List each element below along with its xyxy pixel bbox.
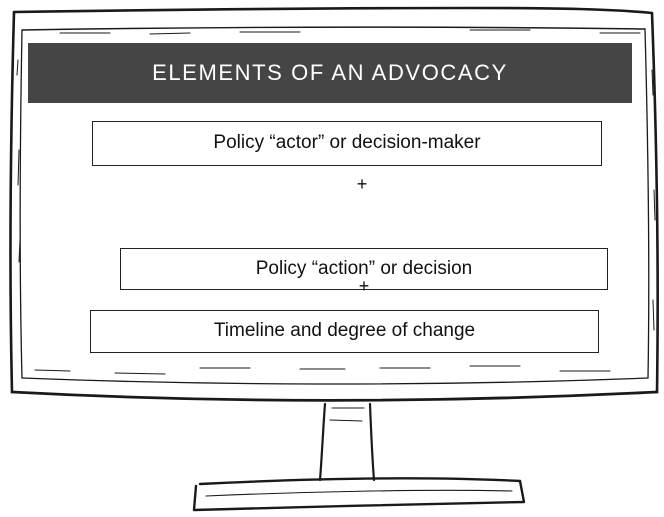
stand-neck xyxy=(318,402,327,482)
element-box-policy-action: Policy “action” or decision xyxy=(120,248,608,290)
element-box-timeline: Timeline and degree of change xyxy=(90,310,599,353)
stand-base xyxy=(198,477,522,486)
element-box-policy-actor: Policy “actor” or decision-maker xyxy=(92,121,602,166)
monitor-frame-top xyxy=(12,6,654,15)
plus-connector: + xyxy=(358,276,370,296)
monitor-frame-top-inner xyxy=(21,26,646,31)
plus-connector: + xyxy=(356,174,368,194)
monitor-frame-right xyxy=(650,11,659,394)
banner-title: ELEMENTS OF AN ADVOCACY xyxy=(28,43,632,103)
monitor-frame-left xyxy=(9,10,16,394)
monitor-frame-bottom xyxy=(10,390,659,402)
